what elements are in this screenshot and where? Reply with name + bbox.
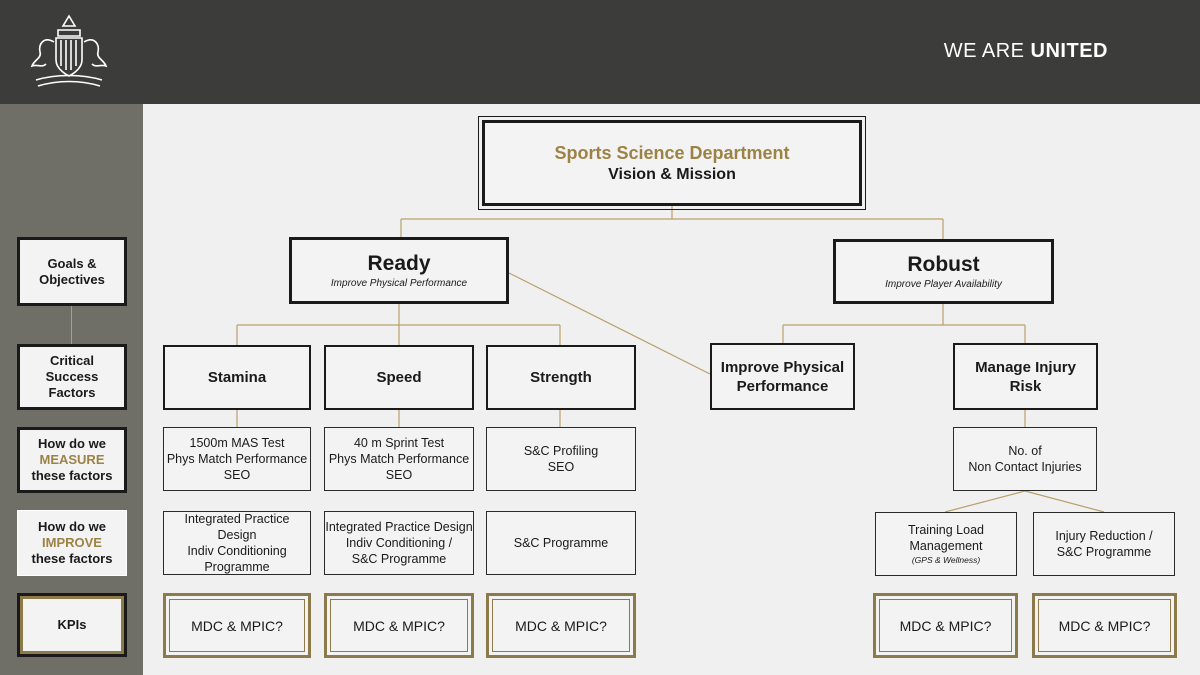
speed-kpi-box: MDC & MPIC? — [324, 593, 474, 658]
list-item: SEO — [385, 468, 413, 482]
improve-physical-label: Improve Physical Performance — [720, 358, 845, 395]
training-load-box: Training Load Management (GPS & Wellness… — [875, 512, 1017, 576]
robust-subtitle: Improve Player Availability — [885, 279, 1002, 290]
strength-kpi-box: MDC & MPIC? — [486, 593, 636, 658]
list-item: SEO — [223, 468, 251, 482]
stamina-kpi-box: MDC & MPIC? — [163, 593, 311, 658]
strength-measure-box: S&C Profiling SEO — [486, 427, 636, 491]
list-item: 1500m MAS Test — [189, 436, 285, 450]
list-item: S&C Programme — [351, 552, 447, 566]
improve-post: these factors — [31, 551, 113, 566]
list-item: Integrated Practice Design — [325, 520, 473, 534]
list-item: Phys Match Performance — [328, 452, 470, 466]
header-bar: WE ARE UNITED — [0, 0, 1200, 104]
robust-box: Robust Improve Player Availability — [833, 239, 1054, 304]
list-item: Indiv Conditioning / — [345, 536, 453, 550]
list-item: S&C Programme — [513, 536, 609, 550]
critical-success-factors-label: Critical Success Factors — [17, 344, 127, 410]
kpi-label: MDC & MPIC? — [353, 617, 445, 634]
speed-improve-box: Integrated Practice Design Indiv Conditi… — [324, 511, 474, 575]
tagline-light: WE ARE — [943, 40, 1031, 62]
kpis-text: KPIs — [57, 617, 87, 632]
list-item: Phys Match Performance — [166, 452, 308, 466]
stamina-measure-box: 1500m MAS Test Phys Match Performance SE… — [163, 427, 311, 491]
list-item: Injury Reduction / — [1055, 529, 1153, 543]
goals-text: Goals & Objectives — [39, 255, 105, 287]
sports-science-department-box: Sports Science Department Vision & Missi… — [478, 116, 866, 210]
strength-box: Strength — [486, 345, 636, 410]
kpi-label: MDC & MPIC? — [1058, 617, 1151, 634]
improve-factors-label: How do we IMPROVE these factors — [17, 510, 127, 576]
stamina-label: Stamina — [207, 369, 267, 386]
injury-measure-box: No. of Non Contact Injuries — [953, 427, 1097, 491]
department-subtitle: Vision & Mission — [608, 165, 736, 183]
tagline-bold: UNITED — [1030, 40, 1108, 62]
kpi-label: MDC & MPIC? — [191, 617, 283, 634]
csf-text: Critical Success Factors — [45, 353, 99, 400]
speed-box: Speed — [324, 345, 474, 410]
department-title: Sports Science Department — [554, 142, 790, 163]
ready-subtitle: Improve Physical Performance — [330, 278, 468, 289]
list-item: SEO — [547, 460, 575, 474]
ready-title: Ready — [367, 252, 431, 275]
list-item: 40 m Sprint Test — [353, 436, 445, 450]
tagline: WE ARE UNITED — [944, 40, 1108, 63]
stamina-box: Stamina — [163, 345, 311, 410]
improve-pre: How do we — [38, 519, 106, 534]
club-crest-icon — [30, 14, 108, 87]
measure-keyword: MEASURE — [39, 452, 105, 467]
list-item: Integrated Practice Design — [184, 512, 290, 542]
list-item: S&C Programme — [1056, 545, 1152, 559]
load-note: (GPS & Wellness) — [911, 555, 981, 565]
list-item: Programme — [204, 560, 270, 574]
list-item: S&C Profiling — [523, 444, 599, 458]
improve-physical-performance-box: Improve Physical Performance — [710, 343, 855, 410]
strength-label: Strength — [530, 369, 592, 386]
strength-improve-box: S&C Programme — [486, 511, 636, 575]
improve-keyword: IMPROVE — [42, 535, 102, 550]
measure-pre: How do we — [38, 436, 106, 451]
list-item: Training Load — [908, 523, 984, 537]
list-item: No. of — [1008, 444, 1042, 458]
injury-kpi-box: MDC & MPIC? — [1032, 593, 1177, 658]
measure-factors-label: How do we MEASURE these factors — [17, 427, 127, 493]
measure-post: these factors — [31, 468, 113, 483]
stamina-improve-box: Integrated Practice Design Indiv Conditi… — [163, 511, 311, 575]
robust-title: Robust — [907, 253, 980, 276]
injury-reduction-box: Injury Reduction / S&C Programme — [1033, 512, 1175, 576]
ready-box: Ready Improve Physical Performance — [289, 237, 509, 304]
list-item: Management — [909, 539, 983, 553]
manage-injury-label: Manage Injury Risk — [975, 358, 1076, 395]
kpis-label: KPIs — [17, 593, 127, 657]
kpi-label: MDC & MPIC? — [899, 617, 992, 634]
speed-measure-box: 40 m Sprint Test Phys Match Performance … — [324, 427, 474, 491]
sidebar-connector — [71, 306, 72, 344]
goals-objectives-label: Goals & Objectives — [17, 237, 127, 306]
speed-label: Speed — [376, 369, 422, 386]
load-kpi-box: MDC & MPIC? — [873, 593, 1018, 658]
manage-injury-risk-box: Manage Injury Risk — [953, 343, 1098, 410]
list-item: Indiv Conditioning — [187, 544, 287, 558]
list-item: Non Contact Injuries — [968, 460, 1082, 474]
kpi-label: MDC & MPIC? — [515, 617, 607, 634]
